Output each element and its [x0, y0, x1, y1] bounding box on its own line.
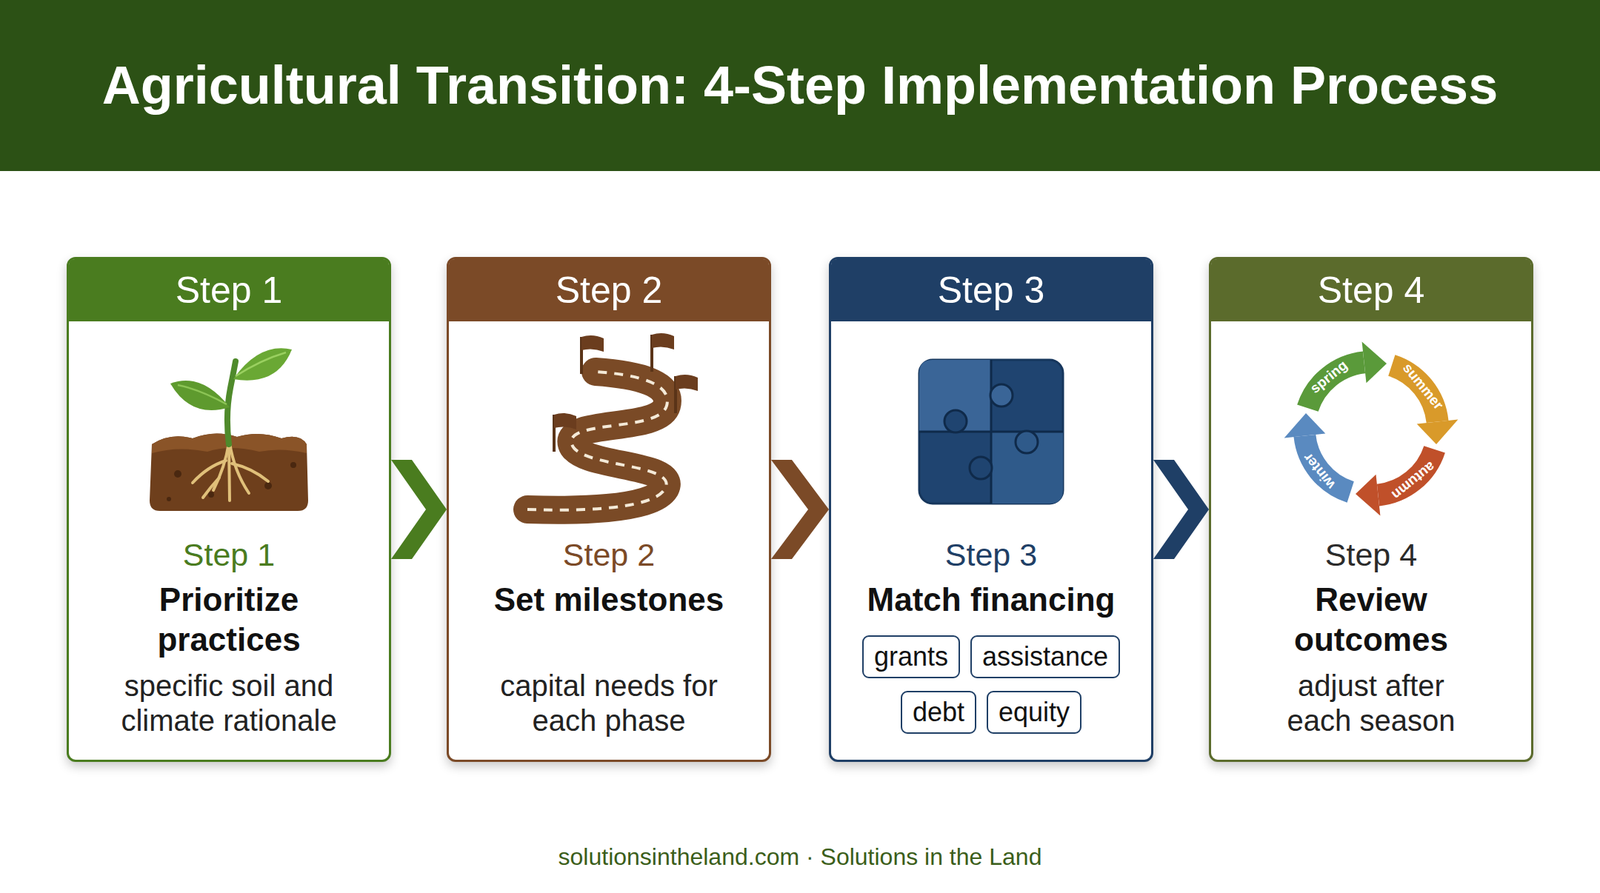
card-header: Step 1	[68, 259, 389, 322]
funding-tag: debt	[900, 691, 977, 735]
step-description: adjust after each season	[1271, 668, 1472, 739]
tag-label: equity	[998, 695, 1070, 730]
funding-tag: assistance	[970, 635, 1120, 679]
step-label: Step 2	[448, 537, 769, 573]
step-title: Set milestones	[477, 580, 741, 620]
tag-label: grants	[874, 640, 949, 675]
step-card: Step 4 Step 4 Review outcomes adjust after …	[1208, 257, 1534, 763]
step-label: Step 1	[68, 537, 389, 573]
funding-tag: grants	[862, 635, 960, 679]
step-title: Match financing	[860, 580, 1123, 620]
step-card: Step 1 Step 1 Prioritize practices specific…	[66, 257, 392, 763]
step-card: Step 3 Step 3 Match financing grants assista…	[828, 257, 1154, 763]
step-title: Prioritize practices	[97, 580, 361, 660]
diagram-title: Agricultural Transition: 4-Step Implemen…	[0, 0, 1600, 172]
card-header: Step 2	[448, 259, 769, 322]
tag-label: debt	[912, 695, 965, 730]
card-header: Step 4	[1211, 259, 1532, 322]
chevron-connector	[391, 460, 447, 560]
step-description: capital needs for each phase	[482, 668, 735, 739]
funding-tag: equity	[986, 691, 1082, 735]
step-card: Step 2 Step 2 Set milestones capital needs …	[446, 257, 772, 763]
chevron-connector	[771, 460, 829, 560]
tag-label: assistance	[982, 640, 1109, 675]
chevron-connector	[1153, 460, 1209, 560]
step-title: Review outcomes	[1240, 580, 1503, 660]
source-caption: solutionsintheland.com · Solutions in th…	[0, 842, 1600, 872]
title-band: Agricultural Transition: 4-Step Implemen…	[0, 0, 1600, 172]
card-header: Step 3	[831, 259, 1152, 322]
step-label: Step 4	[1211, 537, 1532, 573]
step-description: specific soil and climate rationale	[102, 668, 355, 739]
step-label: Step 3	[831, 537, 1152, 573]
